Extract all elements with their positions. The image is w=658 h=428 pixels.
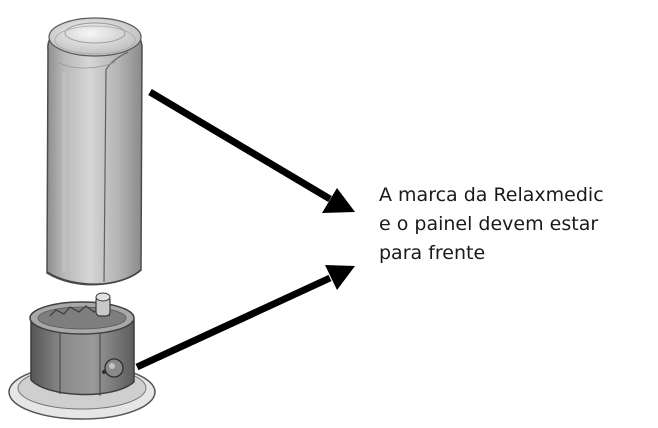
instruction-line-1: A marca da Relaxmedic: [379, 184, 604, 206]
assembly-instruction-text: A marca da Relaxmedic e o painel devem e…: [379, 181, 649, 268]
arrow-to-base: [135, 265, 355, 371]
instruction-line-3: para frente: [379, 242, 486, 264]
arrow-to-cover: [148, 88, 355, 213]
device-cover-icon: [46, 17, 143, 286]
instruction-line-2: e o painel devem estar: [379, 213, 599, 235]
device-base-icon: [8, 292, 156, 420]
